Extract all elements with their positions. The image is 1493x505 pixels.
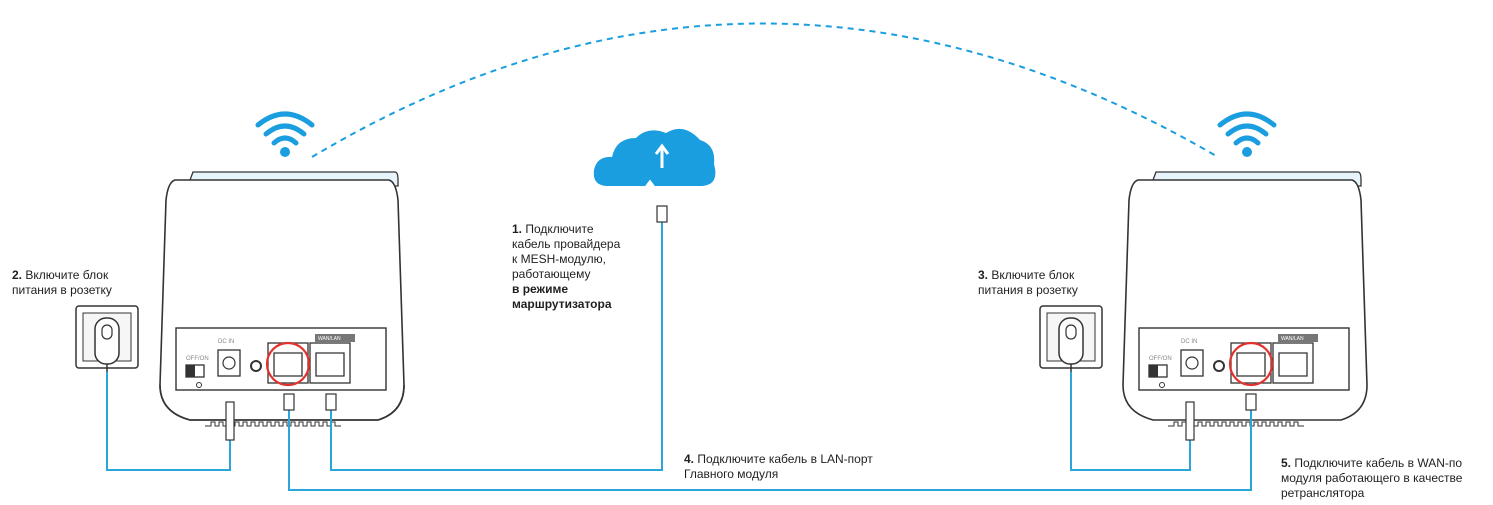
step-text: работающему [512,267,591,281]
step-text: Включите блок [991,268,1075,282]
step-text: к MESH-модулю, [512,252,606,266]
step-text: модуля работающего в качестве [1281,471,1463,485]
step-text: питания в розетку [12,283,112,297]
step-text: Включите блок [25,268,109,282]
power-outlet-icon [1039,305,1103,372]
step-text: Подключите [525,222,594,236]
step-2-note: 2. Включите блок питания в розетку [12,268,112,298]
off-on-label: OFF/ON [1149,356,1172,362]
step-text: ретранслятора [1281,486,1365,500]
step-1-note: 1. Подключите кабель провайдера к MESH-м… [512,222,620,312]
step-number: 1. [512,222,523,236]
wifi-icon [255,111,315,157]
cables [106,222,1252,491]
step-text-bold: в режиме [512,282,568,296]
step-number: 5. [1281,456,1292,470]
step-number: 2. [12,268,23,282]
step-text: Подключите кабель в WAN-по [1294,456,1463,470]
lan-port-highlight [265,341,311,387]
step-text: питания в розетку [978,283,1078,297]
power-outlet-icon [75,305,139,372]
step-text: кабель провайдера [512,237,621,251]
wan-lan-label: WAN/LAN [318,336,341,342]
step-text: Главного модуля [684,467,779,481]
step-3-note: 3. Включите блок питания в розетку [978,268,1078,298]
step-text-bold: маршрутизатора [512,297,612,311]
wifi-icon [1217,111,1277,157]
wan-lan-label: WAN/LAN [1281,336,1304,342]
off-on-label: OFF/ON [186,356,209,362]
wan-port-highlight [1228,341,1274,387]
step-text: Подключите кабель в LAN-порт [697,452,873,466]
wireless-link-arc [311,22,1219,158]
main-mesh-module: OFF/ON DC IN WAN/LAN [159,171,405,427]
step-number: 4. [684,452,695,466]
cloud-icon [593,128,716,206]
ethernet-plug-icon [225,205,1257,441]
step-number: 3. [978,268,989,282]
step-5-note: 5. Подключите кабель в WAN-по модуля раб… [1281,456,1462,501]
dc-in-label: DC IN [218,339,234,345]
dc-in-label: DC IN [1181,339,1197,345]
repeater-mesh-module: OFF/ON DC IN WAN/LAN [1122,171,1368,427]
step-4-note: 4. Подключите кабель в LAN-порт Главного… [684,452,873,482]
